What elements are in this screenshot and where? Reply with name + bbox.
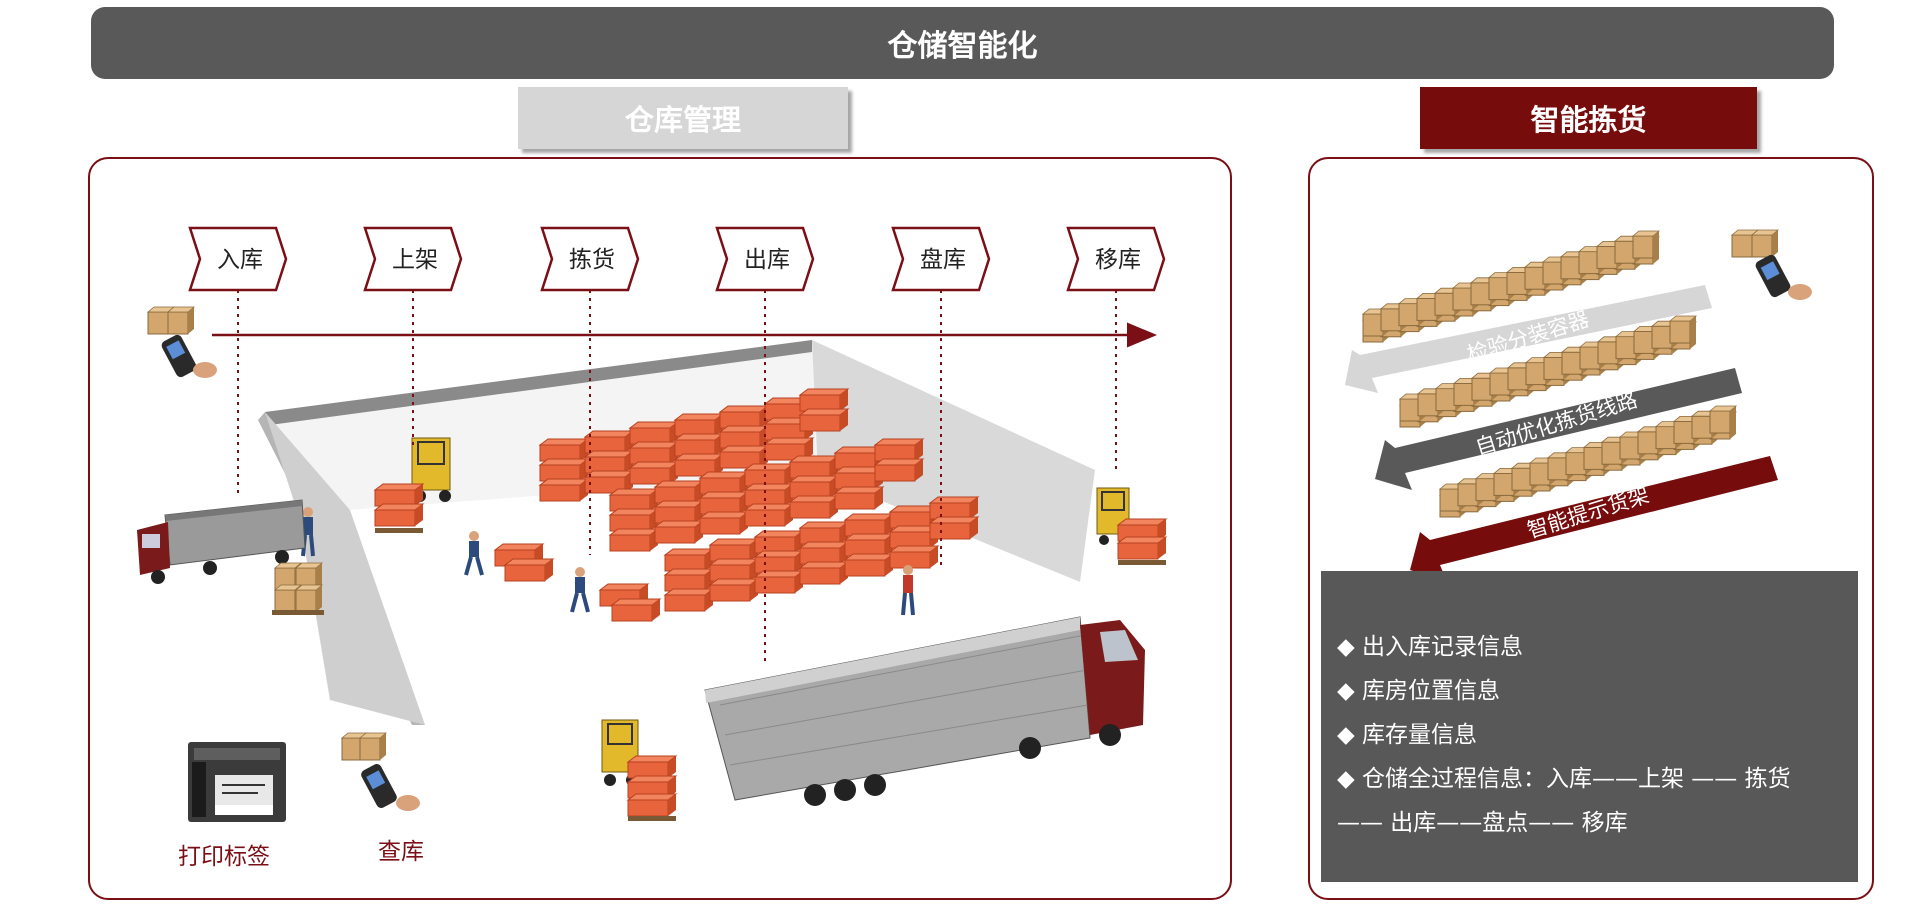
info-item: ◆ 出入库记录信息 <box>1337 634 1523 660</box>
step-label: 出库 <box>744 247 790 273</box>
tab-warehouse-management[interactable]: 仓库管理 <box>518 87 848 149</box>
step-chevron-1[interactable]: 入库 <box>188 226 288 292</box>
step-chevron-4[interactable]: 出库 <box>715 226 815 292</box>
info-list-box: ◆ 出入库记录信息 ◆ 库房位置信息 ◆ 库存量信息 ◆ 仓储全过程信息：入库—… <box>1321 571 1858 882</box>
step-chevron-3[interactable]: 拣货 <box>540 226 640 292</box>
worker-icon <box>901 565 915 616</box>
info-item: —— 出库——盘点—— 移库 <box>1337 810 1628 836</box>
arrow-optimize-route <box>1375 368 1742 490</box>
step-label: 入库 <box>217 247 263 273</box>
truck-icon <box>137 499 324 615</box>
forklift-icon <box>601 719 677 821</box>
info-item: ◆ 库房位置信息 <box>1337 678 1500 704</box>
truck-icon <box>704 616 1145 806</box>
arrow-shelf-prompt <box>1410 456 1778 582</box>
step-chevron-5[interactable]: 盘库 <box>891 226 991 292</box>
step-chevron-2[interactable]: 上架 <box>363 226 463 292</box>
tab-warehouse-management-label: 仓库管理 <box>624 103 741 137</box>
page-title-banner: 仓储智能化 <box>91 7 1834 79</box>
worker-icon <box>570 567 661 622</box>
step-label: 移库 <box>1095 247 1141 273</box>
step-chevron-6[interactable]: 移库 <box>1066 226 1166 292</box>
printer-icon <box>188 742 286 822</box>
step-label: 拣货 <box>569 247 615 273</box>
info-item: ◆ 库存量信息 <box>1337 722 1477 748</box>
forklift-icon <box>1096 487 1167 565</box>
page-title: 仓储智能化 <box>887 29 1038 64</box>
info-item: ◆ 仓储全过程信息：入库——上架 —— 拣货 <box>1337 766 1791 792</box>
carton-box <box>1669 315 1697 344</box>
step-label: 上架 <box>392 247 438 273</box>
carton-box <box>1709 405 1737 434</box>
check-stock-caption: 查库 <box>378 839 424 865</box>
step-connectors <box>237 290 1117 662</box>
scanner-icon <box>1731 229 1812 300</box>
arrow-inspect-containers <box>1345 285 1712 393</box>
shelf-rows <box>1362 230 1737 518</box>
scanner-icon <box>341 732 420 811</box>
print-label-caption: 打印标签 <box>178 844 270 870</box>
step-label: 盘库 <box>920 247 966 273</box>
tab-smart-picking-label: 智能拣货 <box>1530 103 1647 137</box>
scanner-icon <box>147 306 217 378</box>
tab-smart-picking[interactable]: 智能拣货 <box>1420 87 1757 149</box>
forklift-icon <box>374 437 451 533</box>
worker-icon <box>464 531 554 582</box>
carton-box <box>1632 230 1660 259</box>
